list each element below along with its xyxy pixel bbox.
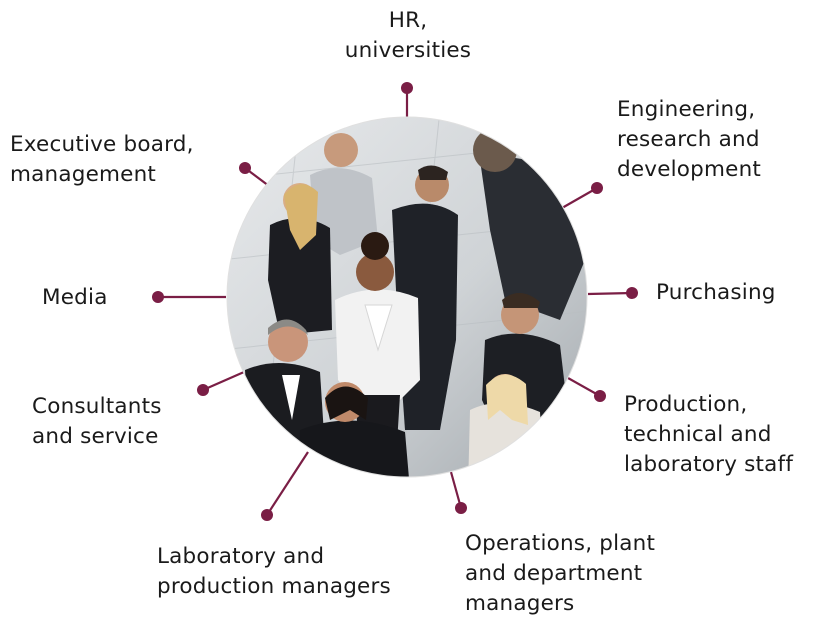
dot-executive <box>239 162 251 174</box>
center-photo <box>227 117 587 477</box>
connector-production-staff <box>567 377 601 397</box>
dot-lab-managers <box>261 509 273 521</box>
label-operations: Operations, plant and department manager… <box>465 531 656 616</box>
label-hr: HR, universities <box>344 8 472 63</box>
dot-hr <box>401 82 413 94</box>
dot-production-staff <box>594 390 606 402</box>
connector-engineering <box>561 187 598 209</box>
dot-engineering <box>591 182 603 194</box>
label-engineering: Engineering, research and development <box>617 97 762 182</box>
connector-consultants <box>202 370 245 392</box>
label-lab-managers: Laboratory and production managers <box>157 544 391 599</box>
label-executive: Executive board, management <box>10 132 194 187</box>
label-purchasing: Purchasing <box>656 280 776 305</box>
label-consultants: Consultants and service <box>32 394 162 449</box>
label-media: Media <box>42 285 108 310</box>
connector-dots <box>152 82 638 521</box>
dot-purchasing <box>626 287 638 299</box>
dot-media <box>152 291 164 303</box>
dot-operations <box>455 502 467 514</box>
dot-consultants <box>197 384 209 396</box>
label-production-staff: Production, technical and laboratory sta… <box>624 392 794 477</box>
connector-operations <box>449 471 463 509</box>
connector-lab-managers <box>266 451 309 516</box>
connector-purchasing <box>587 291 633 296</box>
